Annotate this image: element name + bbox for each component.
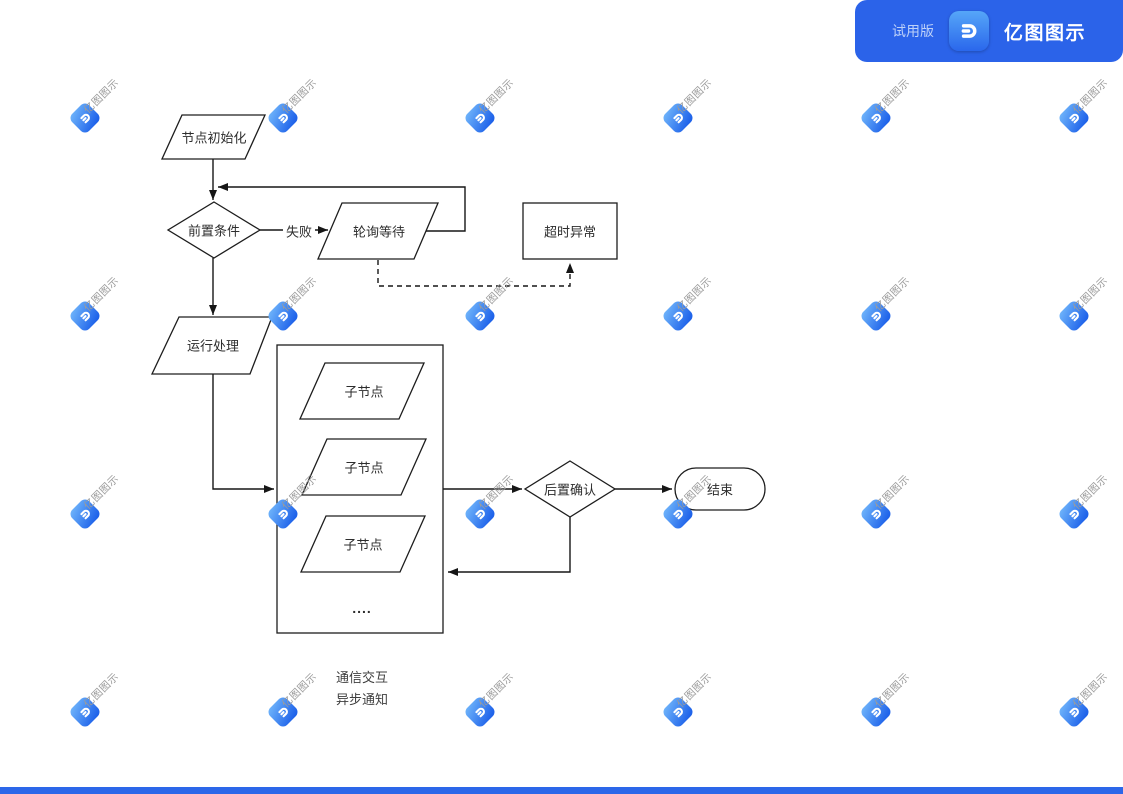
legend: 通信交互 异步通知 xyxy=(336,667,388,711)
legend-line-2: 异步通知 xyxy=(336,692,389,707)
edraw-logo-icon xyxy=(661,695,695,729)
edge-poll-to-timeout-dashed xyxy=(377,260,574,287)
node-label-poll: 轮询等待 xyxy=(352,224,406,240)
legend-line-1: 通信交互 xyxy=(336,670,389,685)
edraw-logo-icon xyxy=(68,299,102,333)
edraw-logo-icon xyxy=(661,101,695,135)
watermark: 亿图图示 xyxy=(463,275,516,333)
edges-layer xyxy=(209,159,672,576)
edraw-logo-icon xyxy=(859,695,893,729)
edraw-logo-icon xyxy=(463,299,497,333)
watermark: 亿图图示 xyxy=(68,275,121,333)
edraw-logo-icon xyxy=(266,299,300,333)
edraw-logo-icon xyxy=(948,11,989,51)
node-label-timeout: 超时异常 xyxy=(543,224,597,240)
edge-run-to-group xyxy=(212,374,274,493)
bottom-accent-bar xyxy=(0,787,1123,794)
watermark: 亿图图示 xyxy=(1057,671,1110,729)
node-timeout-shape xyxy=(522,202,618,260)
edraw-logo-icon xyxy=(1057,497,1091,531)
node-label-child-2: 子节点 xyxy=(344,460,384,476)
trial-version-label: 试用版 xyxy=(891,23,934,39)
watermark: 亿图图示 xyxy=(1057,77,1110,135)
watermark: 亿图图示 xyxy=(68,473,121,531)
edge-label-fail: 失败 xyxy=(282,220,316,242)
watermark: 亿图图示 xyxy=(661,77,714,135)
edraw-logo-icon xyxy=(68,497,102,531)
watermark: 亿图图示 xyxy=(661,671,714,729)
edraw-logo-icon xyxy=(1057,101,1091,135)
node-label-child-1: 子节点 xyxy=(344,384,384,400)
watermark: 亿图图示 xyxy=(859,77,912,135)
watermark: 亿图图示 xyxy=(68,671,121,729)
node-label-end: 结束 xyxy=(706,482,734,498)
watermark: 亿图图示 xyxy=(463,77,516,135)
node-child2-shape xyxy=(300,438,428,496)
node-label-postcheck: 后置确认 xyxy=(543,482,597,498)
watermark: 亿图图示 xyxy=(859,275,912,333)
edraw-logo-icon xyxy=(661,299,695,333)
node-label-precheck: 前置条件 xyxy=(187,223,241,239)
node-child1-shape xyxy=(298,362,426,420)
node-label-more: .... xyxy=(352,600,372,616)
edge-postcheck-to-group xyxy=(448,517,571,576)
edraw-logo-icon xyxy=(1057,695,1091,729)
node-label-init: 节点初始化 xyxy=(181,130,247,146)
edraw-logo-icon xyxy=(859,497,893,531)
watermark: 亿图图示 xyxy=(463,473,516,531)
node-child3-shape xyxy=(299,515,427,573)
edraw-logo-icon xyxy=(463,101,497,135)
node-label-child-3: 子节点 xyxy=(343,537,383,553)
node-init-shape xyxy=(160,114,267,160)
watermark: 亿图图示 xyxy=(859,473,912,531)
node-poll-shape xyxy=(317,202,439,260)
edraw-logo-icon xyxy=(661,497,695,531)
watermark: 亿图图示 xyxy=(266,77,319,135)
edraw-logo-icon xyxy=(1057,299,1091,333)
edraw-logo-icon xyxy=(266,497,300,531)
watermark: 亿图图示 xyxy=(661,473,714,531)
node-run-shape xyxy=(150,316,273,375)
node-postcheck-shape xyxy=(523,460,617,518)
edraw-logo-icon xyxy=(68,695,102,729)
watermark: 亿图图示 xyxy=(266,671,319,729)
edraw-logo-icon xyxy=(859,299,893,333)
edraw-logo-icon xyxy=(859,101,893,135)
node-precheck-shape xyxy=(166,201,262,259)
watermark: 亿图图示 xyxy=(1057,473,1110,531)
watermark: 亿图图示 xyxy=(266,275,319,333)
watermark: 亿图图示 xyxy=(68,77,121,135)
edraw-logo-icon xyxy=(266,695,300,729)
brand-name: 亿图图示 xyxy=(1003,22,1086,44)
watermark: 亿图图示 xyxy=(1057,275,1110,333)
node-end-shape xyxy=(674,467,766,511)
watermark: 亿图图示 xyxy=(661,275,714,333)
watermark: 亿图图示 xyxy=(463,671,516,729)
edraw-logo-icon xyxy=(463,695,497,729)
edraw-logo-icon xyxy=(68,101,102,135)
trial-badge[interactable]: 试用版 亿图图示 xyxy=(855,0,1123,62)
edge-poll-loopback xyxy=(218,183,466,232)
edraw-logo-icon xyxy=(463,497,497,531)
shapes-layer xyxy=(150,114,766,634)
edraw-logo-icon xyxy=(266,101,300,135)
watermark: 亿图图示 xyxy=(859,671,912,729)
watermark: 亿图图示 xyxy=(266,473,319,531)
node-label-run: 运行处理 xyxy=(186,338,240,354)
